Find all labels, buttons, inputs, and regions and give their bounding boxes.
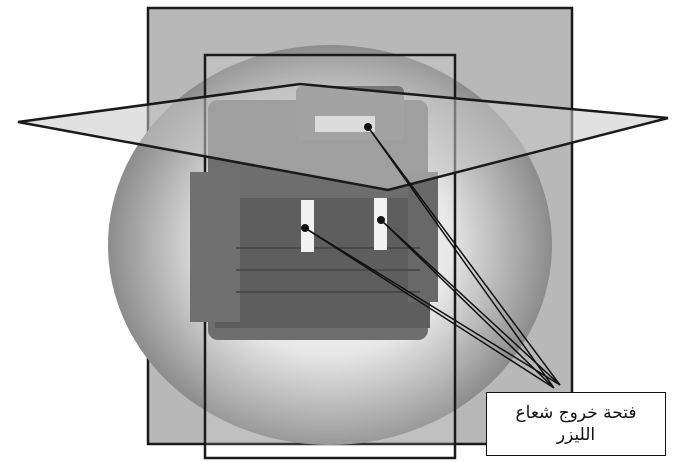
callout-label-box: فتحة خروج شعاع الليزر (486, 392, 666, 456)
aperture-dot-right (377, 216, 385, 224)
aperture-dot-left (301, 224, 309, 232)
callout-line-1: فتحة خروج شعاع (516, 402, 637, 424)
callout-line-2: الليزر (557, 424, 595, 446)
aperture-dot-top (364, 123, 372, 131)
